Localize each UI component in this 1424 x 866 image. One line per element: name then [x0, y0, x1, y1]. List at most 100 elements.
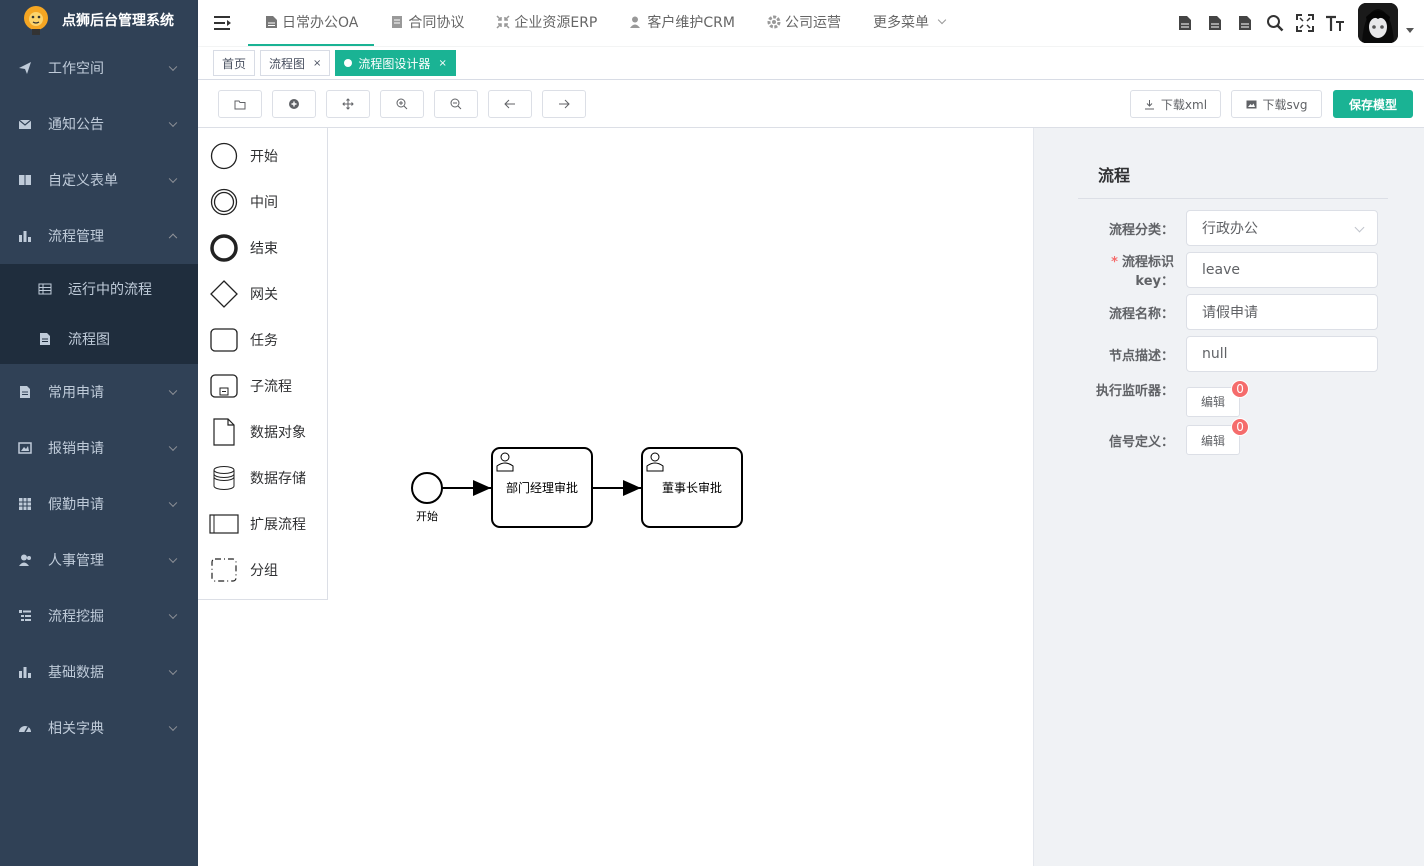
sidebar: 点狮后台管理系统 工作空间 通知公告 自定义表单 流程管理 运行中的流程	[0, 0, 198, 866]
zoom-out-icon	[450, 98, 462, 110]
tag-label: 流程图	[269, 56, 306, 71]
fullscreen-icon[interactable]	[1290, 0, 1320, 46]
palette-label: 中间	[250, 195, 278, 211]
sidebar-item-basic-data[interactable]: 基础数据	[0, 644, 198, 700]
download-xml-label: 下载xml	[1160, 97, 1208, 112]
document-icon	[38, 332, 52, 346]
tag-home[interactable]: 首页	[213, 50, 256, 76]
caret-down-icon[interactable]	[1406, 27, 1414, 33]
signal-label: 信号定义：	[1108, 434, 1174, 450]
sidebar-item-running-processes[interactable]: 运行中的流程	[0, 264, 198, 314]
topnav-daily-oa[interactable]: 日常办公OA	[248, 0, 375, 46]
chevron-down-icon	[168, 498, 178, 508]
sidebar-item-reimbursement[interactable]: 报销申请	[0, 420, 198, 476]
sidebar-item-custom-form[interactable]: 自定义表单	[0, 152, 198, 208]
document-icon[interactable]	[1170, 0, 1200, 46]
fit-view-button[interactable]	[326, 90, 370, 118]
task-chairman-approval[interactable]: 董事长审批	[641, 447, 743, 528]
bar-chart-icon	[18, 229, 32, 243]
sidebar-item-hr[interactable]: 人事管理	[0, 532, 198, 588]
topnav-more-menu[interactable]: 更多菜单	[857, 0, 961, 46]
task-dept-manager-approval[interactable]: 部门经理审批	[491, 447, 593, 528]
edit-signal-button[interactable]: 编辑 0	[1186, 418, 1250, 455]
start-event-node[interactable]	[411, 472, 443, 504]
palette-data-store[interactable]: 数据存储	[198, 455, 327, 501]
topnav-label: 更多菜单	[872, 15, 929, 31]
properties-panel: 流程 流程分类： 行政办公 *流程标识key： leave 流程名称： 请假申请…	[1033, 128, 1424, 866]
sidebar-item-label: 通知公告	[48, 117, 104, 133]
bpmn-canvas[interactable]: 开始 部门经理审批 董事长审批	[328, 128, 1033, 866]
category-value: 行政办公	[1202, 221, 1258, 237]
download-xml-button[interactable]: 下载xml	[1130, 90, 1221, 118]
designer-toolbar: 下载xml 下载svg 保存模型	[198, 80, 1424, 128]
envelope-icon	[18, 117, 32, 131]
chevron-down-icon	[168, 386, 178, 396]
navbar: 日常办公OA 合同协议 企业资源ERP 客户维护CRM 公司运营 更多菜单	[198, 0, 1424, 46]
start-event-label: 开始	[416, 509, 438, 523]
redo-button[interactable]	[542, 90, 586, 118]
close-icon[interactable]: ×	[438, 57, 447, 69]
process-name-input[interactable]: 请假申请	[1186, 294, 1378, 330]
topnav-label: 客户维护CRM	[647, 15, 735, 31]
sidebar-item-label: 常用申请	[48, 385, 104, 401]
sidebar-item-process-diagram[interactable]: 流程图	[0, 314, 198, 364]
book-icon	[18, 173, 32, 187]
sidebar-item-process-management[interactable]: 流程管理	[0, 208, 198, 264]
palette-start-event[interactable]: 开始	[198, 133, 327, 179]
palette-group[interactable]: 分组	[198, 547, 327, 593]
font-size-icon[interactable]	[1320, 0, 1350, 46]
palette-label: 扩展流程	[250, 517, 306, 533]
edit-listener-button[interactable]: 编辑 0	[1186, 379, 1250, 417]
download-svg-button[interactable]: 下载svg	[1231, 90, 1322, 118]
sidebar-item-label: 基础数据	[48, 665, 104, 681]
zoom-out-button[interactable]	[434, 90, 478, 118]
edit-label: 编辑	[1201, 395, 1226, 409]
zoom-in-button[interactable]	[380, 90, 424, 118]
close-icon[interactable]: ×	[313, 57, 322, 69]
save-model-button[interactable]: 保存模型	[1333, 90, 1413, 118]
save-model-label: 保存模型	[1348, 97, 1397, 112]
intermediate-event-icon	[198, 188, 250, 216]
sidebar-item-attendance[interactable]: 假勤申请	[0, 476, 198, 532]
document-icon[interactable]	[1200, 0, 1230, 46]
palette-pool[interactable]: 扩展流程	[198, 501, 327, 547]
palette-data-object[interactable]: 数据对象	[198, 409, 327, 455]
topnav-crm[interactable]: 客户维护CRM	[613, 0, 751, 46]
sidebar-item-dictionary[interactable]: 相关字典	[0, 700, 198, 756]
category-select[interactable]: 行政办公	[1186, 210, 1378, 246]
hamburger-menu-icon[interactable]	[198, 0, 248, 46]
node-description-input[interactable]: null	[1186, 336, 1378, 372]
sidebar-item-process-mining[interactable]: 流程挖掘	[0, 588, 198, 644]
topnav-contract[interactable]: 合同协议	[374, 0, 480, 46]
sidebar-item-label: 报销申请	[48, 441, 104, 457]
avatar[interactable]	[1358, 3, 1398, 43]
search-icon[interactable]	[1260, 0, 1290, 46]
document-icon	[390, 15, 404, 29]
key-label: 流程标识key：	[1121, 255, 1174, 289]
sidebar-item-workspace[interactable]: 工作空间	[0, 40, 198, 96]
process-key-input[interactable]: leave	[1186, 252, 1378, 288]
create-new-button[interactable]	[272, 90, 316, 118]
bar-chart-icon	[18, 665, 32, 679]
palette-intermediate-event[interactable]: 中间	[198, 179, 327, 225]
logo[interactable]: 点狮后台管理系统	[0, 0, 198, 40]
listener-label: 执行监听器：	[1095, 384, 1174, 399]
document-icon[interactable]	[1230, 0, 1260, 46]
palette-gateway[interactable]: 网关	[198, 271, 327, 317]
topnav-operations[interactable]: 公司运营	[751, 0, 857, 46]
sidebar-item-label: 流程图	[68, 332, 110, 348]
undo-button[interactable]	[488, 90, 532, 118]
tag-process-diagram[interactable]: 流程图 ×	[260, 50, 331, 76]
zoom-in-icon	[396, 98, 408, 110]
tag-process-designer[interactable]: 流程图设计器 ×	[335, 50, 456, 76]
user-task-icon	[646, 452, 664, 472]
edit-label: 编辑	[1201, 433, 1226, 448]
palette-end-event[interactable]: 结束	[198, 225, 327, 271]
palette-subprocess[interactable]: 子流程	[198, 363, 327, 409]
palette-task[interactable]: 任务	[198, 317, 327, 363]
arrow-right-icon	[559, 99, 570, 109]
open-file-button[interactable]	[218, 90, 262, 118]
sidebar-item-common-apply[interactable]: 常用申请	[0, 364, 198, 420]
topnav-erp[interactable]: 企业资源ERP	[480, 0, 613, 46]
sidebar-item-notice[interactable]: 通知公告	[0, 96, 198, 152]
